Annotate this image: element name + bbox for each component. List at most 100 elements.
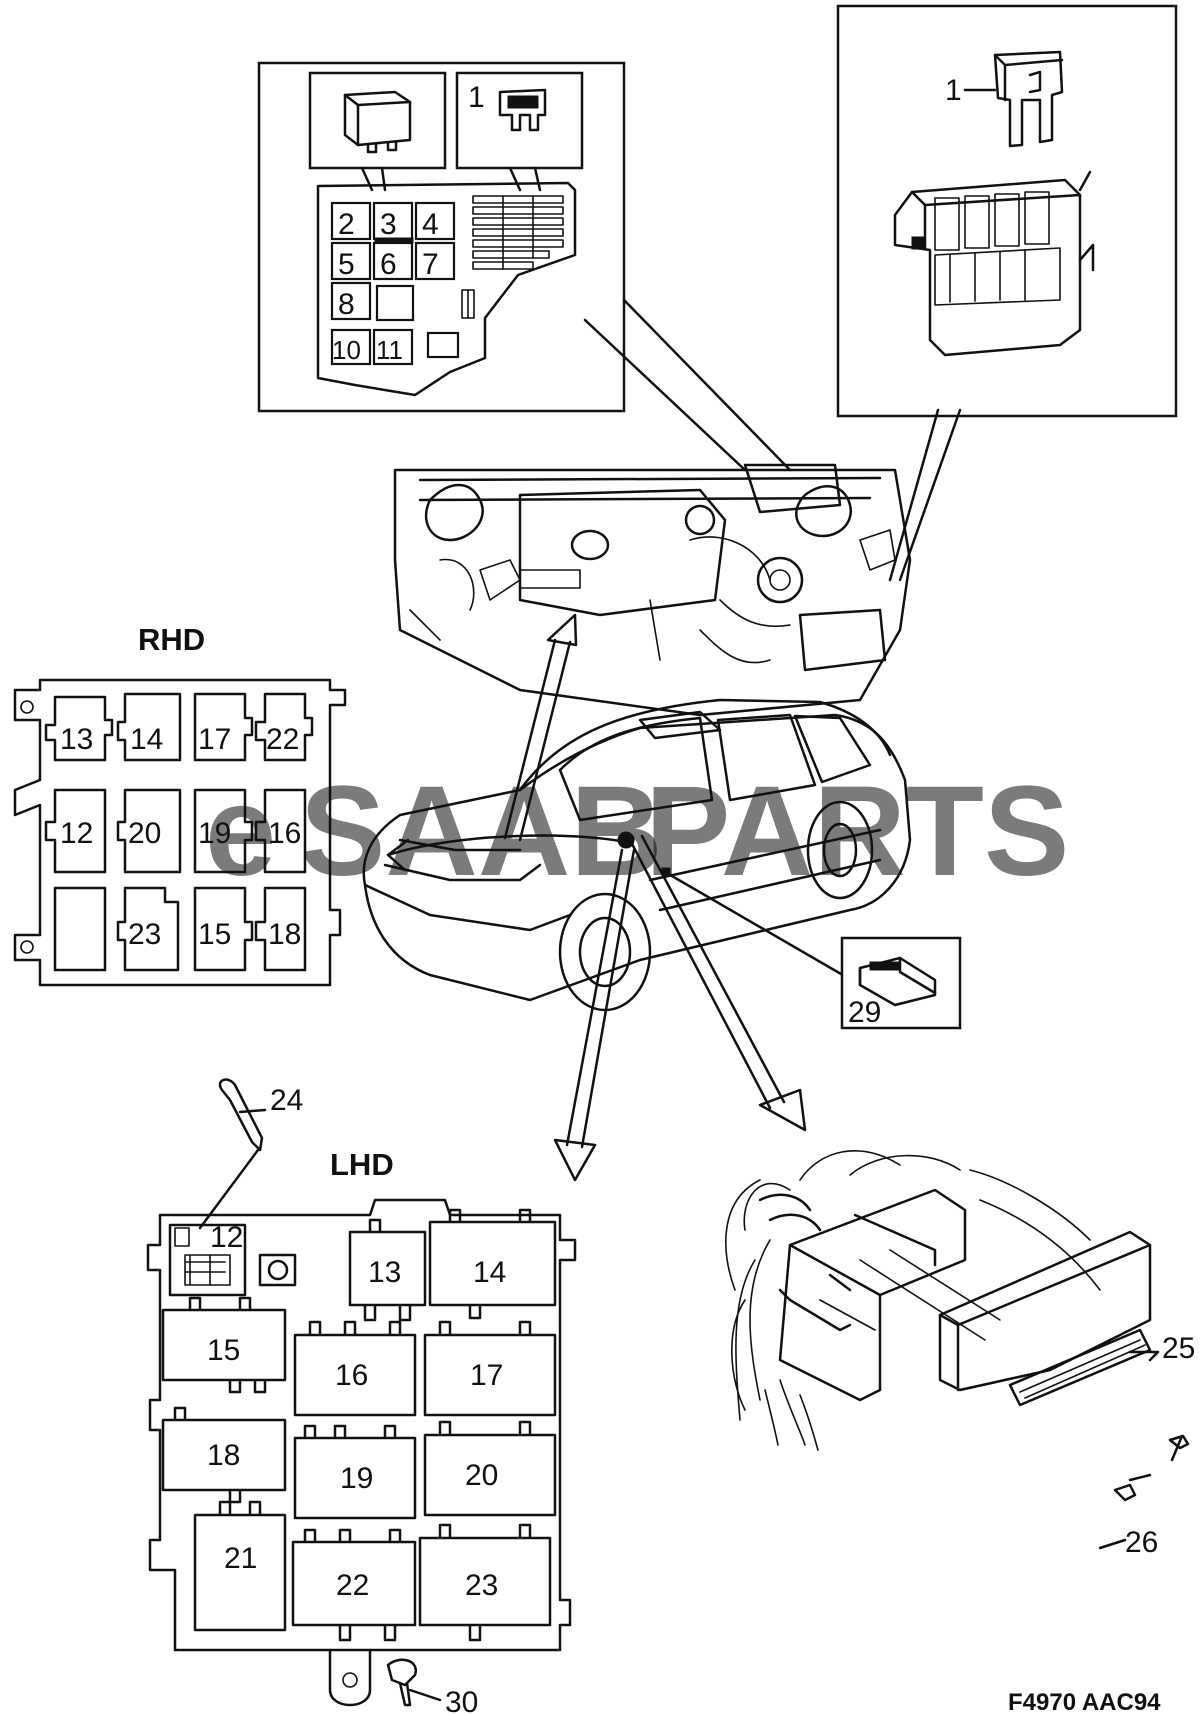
callout-fuse-small: 1: [468, 81, 485, 114]
bolt-left: [1113, 1473, 1152, 1502]
main-relay-2: [330, 201, 372, 241]
main-relay-grid: [330, 201, 475, 366]
rhd-relay-23: [116, 886, 180, 972]
main-relay-labels: 2 3 4 5 6 7 8 10 11: [332, 208, 439, 365]
lhd-relay-14: [428, 1208, 557, 1320]
main-relay-11: [372, 328, 414, 366]
main-relay-label: 4: [422, 208, 439, 241]
rhd-label: 16: [268, 817, 301, 850]
main-connector-pins: [461, 289, 475, 319]
screw-pin-leader: [198, 1148, 260, 1230]
lhd-label: 21: [224, 1542, 257, 1575]
rhd-relay-17: [193, 692, 254, 762]
fuse-leader: [508, 166, 542, 192]
rhd-relay-14: [116, 692, 182, 762]
rhd-heading: RHD: [138, 622, 205, 657]
main-relay-label: 6: [380, 248, 397, 281]
rhd-label: 18: [268, 918, 301, 951]
rhd-relay-19: [193, 788, 254, 874]
lhd-label: 15: [207, 1334, 240, 1367]
strut-tower-left: [424, 483, 484, 542]
relay-inset: [308, 71, 447, 170]
relay-icon: [343, 90, 412, 154]
lhd-relay-17: [423, 1320, 557, 1417]
lhd-relay-15: [161, 1296, 287, 1394]
screw-pin-callout: 24: [198, 1078, 303, 1230]
main-fusebox-callout: 1: [257, 61, 792, 472]
fuse-slot-grid: [472, 195, 564, 270]
rhd-label: 14: [130, 723, 163, 756]
engine-cover: [518, 488, 727, 617]
rhd-relay-sockets: [44, 692, 314, 972]
module-callout: 29: [840, 936, 962, 1030]
ecu-connector: [1008, 1328, 1152, 1407]
location-arrows: [386, 613, 862, 1182]
module-frame: [840, 936, 962, 1030]
car-front-window: [716, 713, 817, 802]
rhd-label: 15: [198, 918, 231, 951]
lhd-relay-23: [418, 1523, 552, 1642]
main-relay-small: [426, 331, 460, 359]
lhd-label: 22: [336, 1569, 369, 1602]
watermark-e: e: [205, 760, 276, 903]
main-relay-label: 5: [338, 248, 355, 281]
lhd-relay-13: [348, 1218, 427, 1322]
callout-screw-pin: 24: [270, 1084, 303, 1117]
fusebox-in-bay: [743, 463, 842, 514]
main-relay-label: 3: [380, 208, 397, 241]
rhd-relay-16: [254, 788, 307, 874]
bolt-right: [1168, 1434, 1190, 1462]
car-illustration: [362, 698, 912, 1012]
lhd-label: 19: [340, 1462, 373, 1495]
main-relay-4: [414, 201, 456, 241]
arrow-to-rhd: [386, 834, 628, 872]
engine-bay-illustration: [393, 463, 912, 717]
callout-screw-bottom: 30: [445, 1686, 478, 1715]
rhd-label: 13: [60, 723, 93, 756]
strut-tower-right: [795, 485, 853, 538]
rhd-label: 12: [60, 817, 93, 850]
callout-module: 29: [848, 996, 881, 1029]
lhd-label: 12: [210, 1221, 243, 1254]
main-relay-6-bar: [374, 237, 414, 244]
maxi-fuse-leader: [888, 408, 962, 582]
battery: [798, 608, 887, 672]
rhd-relay-13: [44, 695, 114, 762]
maxi-fuse-frame: [836, 4, 1178, 418]
rhd-label: 20: [128, 817, 161, 850]
callout-bolts: 26: [1125, 1526, 1158, 1559]
lhd-relay-sockets: [161, 1208, 557, 1642]
lhd-box-outline: [146, 1198, 577, 1652]
rhd-label: 23: [128, 918, 161, 951]
rhd-relay-20: [116, 788, 182, 874]
car-rear-wheel: [806, 800, 874, 900]
main-relay-label: 11: [376, 335, 403, 365]
control-unit-leader: [1128, 1350, 1160, 1362]
rhd-relay-12: [44, 788, 107, 874]
bolts-leader: [1098, 1538, 1127, 1550]
lhd-mount-tab: [328, 1648, 372, 1707]
main-relay-label: 8: [338, 288, 355, 321]
callout-control-unit: 25: [1162, 1332, 1195, 1365]
main-relay-10: [330, 328, 372, 366]
lhd-label: 20: [465, 1459, 498, 1492]
arrow-to-control-unit: [628, 834, 807, 1132]
rhd-box-outline: [13, 678, 347, 987]
lhd-label: 16: [335, 1359, 368, 1392]
rhd-label: 22: [266, 723, 299, 756]
main-relay-label: 2: [338, 208, 355, 241]
arrow-to-lhd: [553, 848, 636, 1182]
main-relay-label: 7: [422, 248, 439, 281]
fuse-box-outline: [316, 181, 577, 397]
leader-to-module: [663, 870, 862, 987]
lhd-small-relay: [258, 1253, 297, 1287]
car-front-wheel: [558, 892, 652, 1012]
lhd-relay-18: [161, 1406, 287, 1504]
lhd-heading: LHD: [330, 1147, 394, 1182]
rhd-relay-labels: 13 14 17 22 12 20 19 16 23 15 18: [60, 723, 301, 951]
lhd-relay-22: [291, 1528, 417, 1642]
ecu-body: [938, 1230, 1152, 1392]
figure-code: F4970 AAC94: [1008, 1689, 1161, 1715]
lhd-relay-labels: 12 13 14 15 16 17 18 19 20 21 22 23: [207, 1221, 506, 1602]
